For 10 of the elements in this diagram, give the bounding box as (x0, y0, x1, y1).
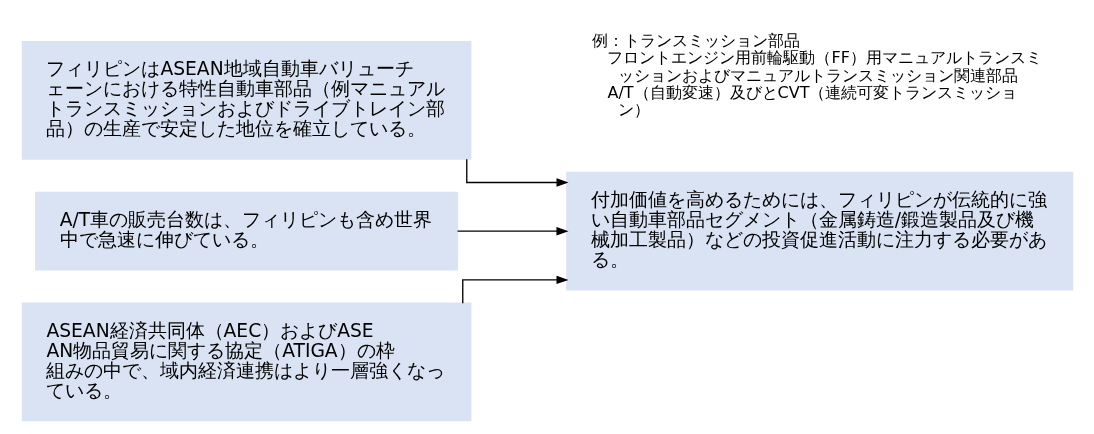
arrow (456, 226, 568, 235)
label: フロントエンジン用前輪駆動（FF）用マニュアルトランスミッションおよびマニュアルトランスミッション関連部品 (606, 47, 1042, 85)
label: A/T（自動変速）及びとCVT（連続可変トランスミッション） (606, 82, 1017, 119)
node-box: フィリピンはASEAN地域自動車バリューチェーンにおける特性自動車部品（例マニュアルトランスミッションおよびドライブトレイン部品）の生産で安定した地位を確立している。 (21, 40, 471, 160)
node-box: A/T車の販売台数は、フィリピンも含め世界中で急速に伸びている。 (34, 191, 458, 271)
label: 例：トランスミッション部品 (591, 30, 800, 50)
node-box: ASEAN経済共同体（AEC）およびASEAN物品貿易に関する協定（ATIGA）の枠組みの中で、域内経済連携はより一層強くなっている。 (21, 302, 471, 421)
arrow (465, 158, 568, 187)
arrow (461, 275, 568, 304)
node-box: 付加価値を高めるためには、フィリピンが伝統的に強い自動車部品セグメント（金属鋳造/鍛造製品及び機械加工製品）などの投資促進活動に注力する必要がある。 (565, 171, 1073, 291)
